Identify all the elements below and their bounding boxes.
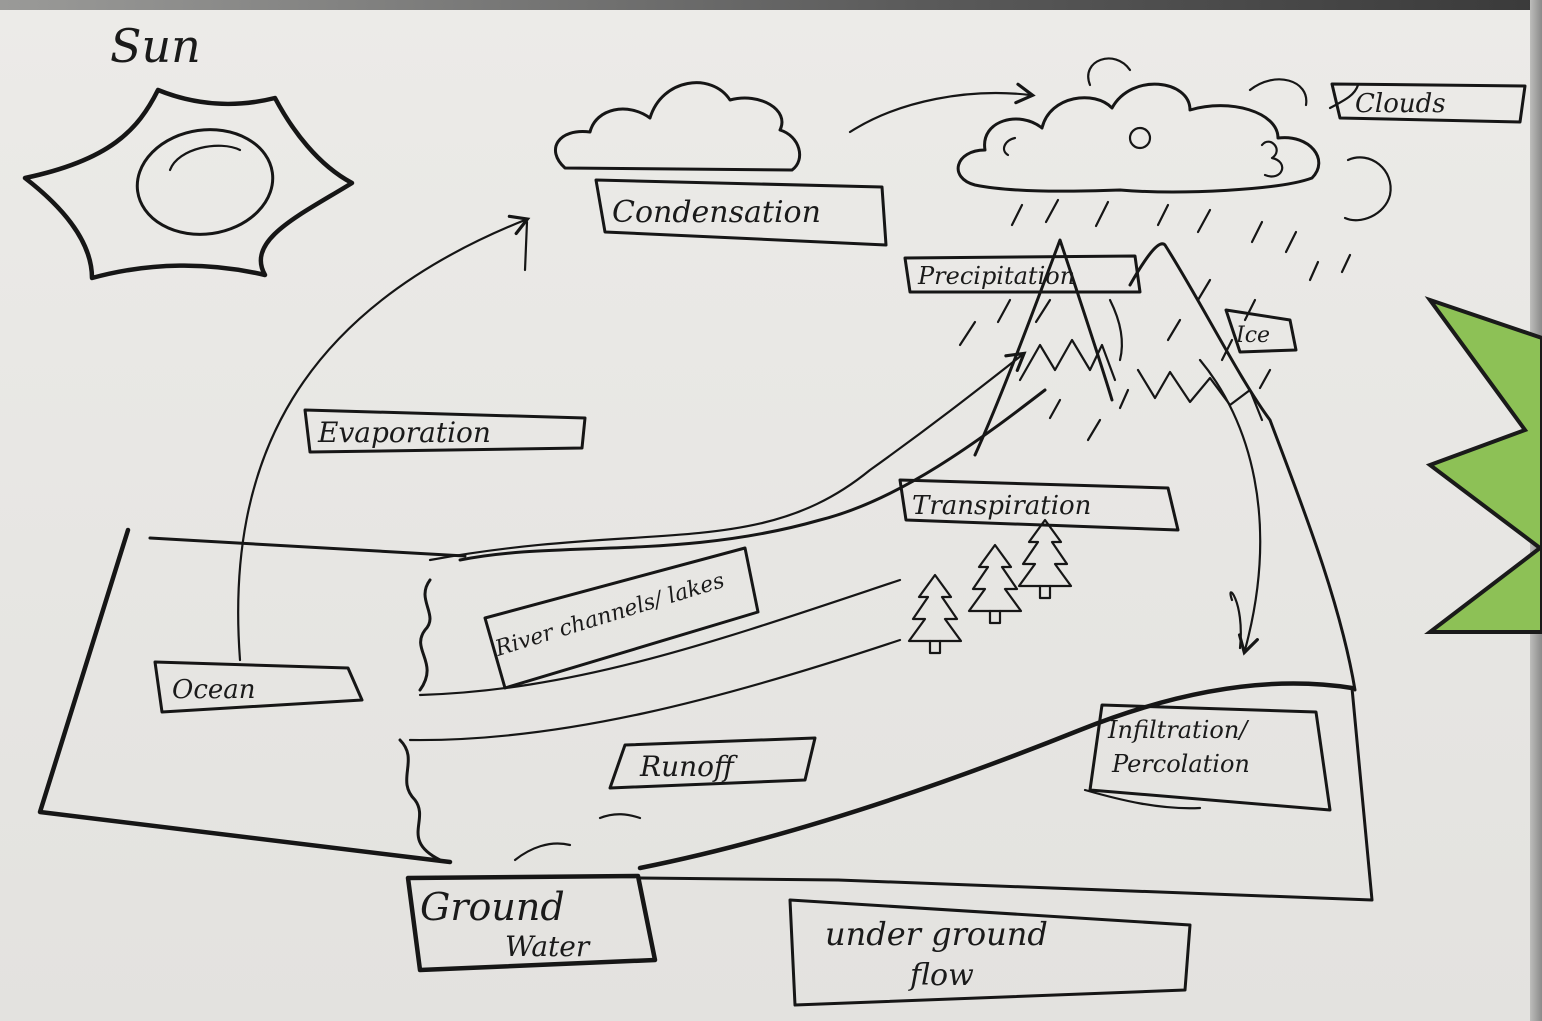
clouds-box: [1330, 82, 1527, 124]
ocean-box: [153, 660, 364, 714]
mountain-icon: [973, 238, 1357, 692]
runoff-box: [608, 736, 817, 790]
transpiration-label: Transpiration: [912, 491, 1091, 521]
underground-flow-box: [788, 898, 1192, 1007]
runoff-label: Runoff: [639, 750, 738, 783]
ice-box: [1224, 308, 1298, 354]
land-outline: [37, 388, 1374, 902]
cloud-icon: [956, 57, 1392, 222]
groundwater-label-line1: Ground: [420, 885, 565, 929]
infiltration-label-line1: Infiltration/: [1107, 716, 1250, 744]
clouds-label: Clouds: [1355, 89, 1446, 119]
infiltration-box: [1088, 703, 1332, 812]
sun-label: Sun: [110, 19, 201, 73]
condensation-box: [594, 178, 888, 247]
sun-icon: [22, 87, 355, 281]
infiltration-label-line2: Percolation: [1111, 750, 1250, 778]
underground-flow-label-line1: under ground: [825, 915, 1048, 953]
tree-icon: [967, 543, 1023, 625]
groundwater-label-line2: Water: [505, 930, 591, 963]
condensation-label: Condensation: [612, 195, 821, 230]
transpiration-box: [898, 478, 1180, 532]
precipitation-box: [903, 254, 1142, 294]
underground-flow-label-line2: flow: [908, 958, 974, 993]
cloud-icon: [554, 81, 802, 172]
ice-label: Ice: [1235, 323, 1270, 348]
tree-icon: [907, 573, 963, 655]
river-box: [483, 546, 760, 690]
star-icon: [1424, 296, 1542, 634]
ocean-label: Ocean: [172, 675, 256, 705]
whiteboard-frame-top: [0, 0, 1542, 10]
evaporation-label: Evaporation: [317, 416, 491, 449]
evaporation-box: [303, 408, 587, 454]
groundwater-box: [405, 873, 658, 973]
precipitation-label: Precipitation: [917, 262, 1075, 290]
rain-icon: [958, 198, 1352, 442]
tree-icon: [1017, 518, 1073, 600]
